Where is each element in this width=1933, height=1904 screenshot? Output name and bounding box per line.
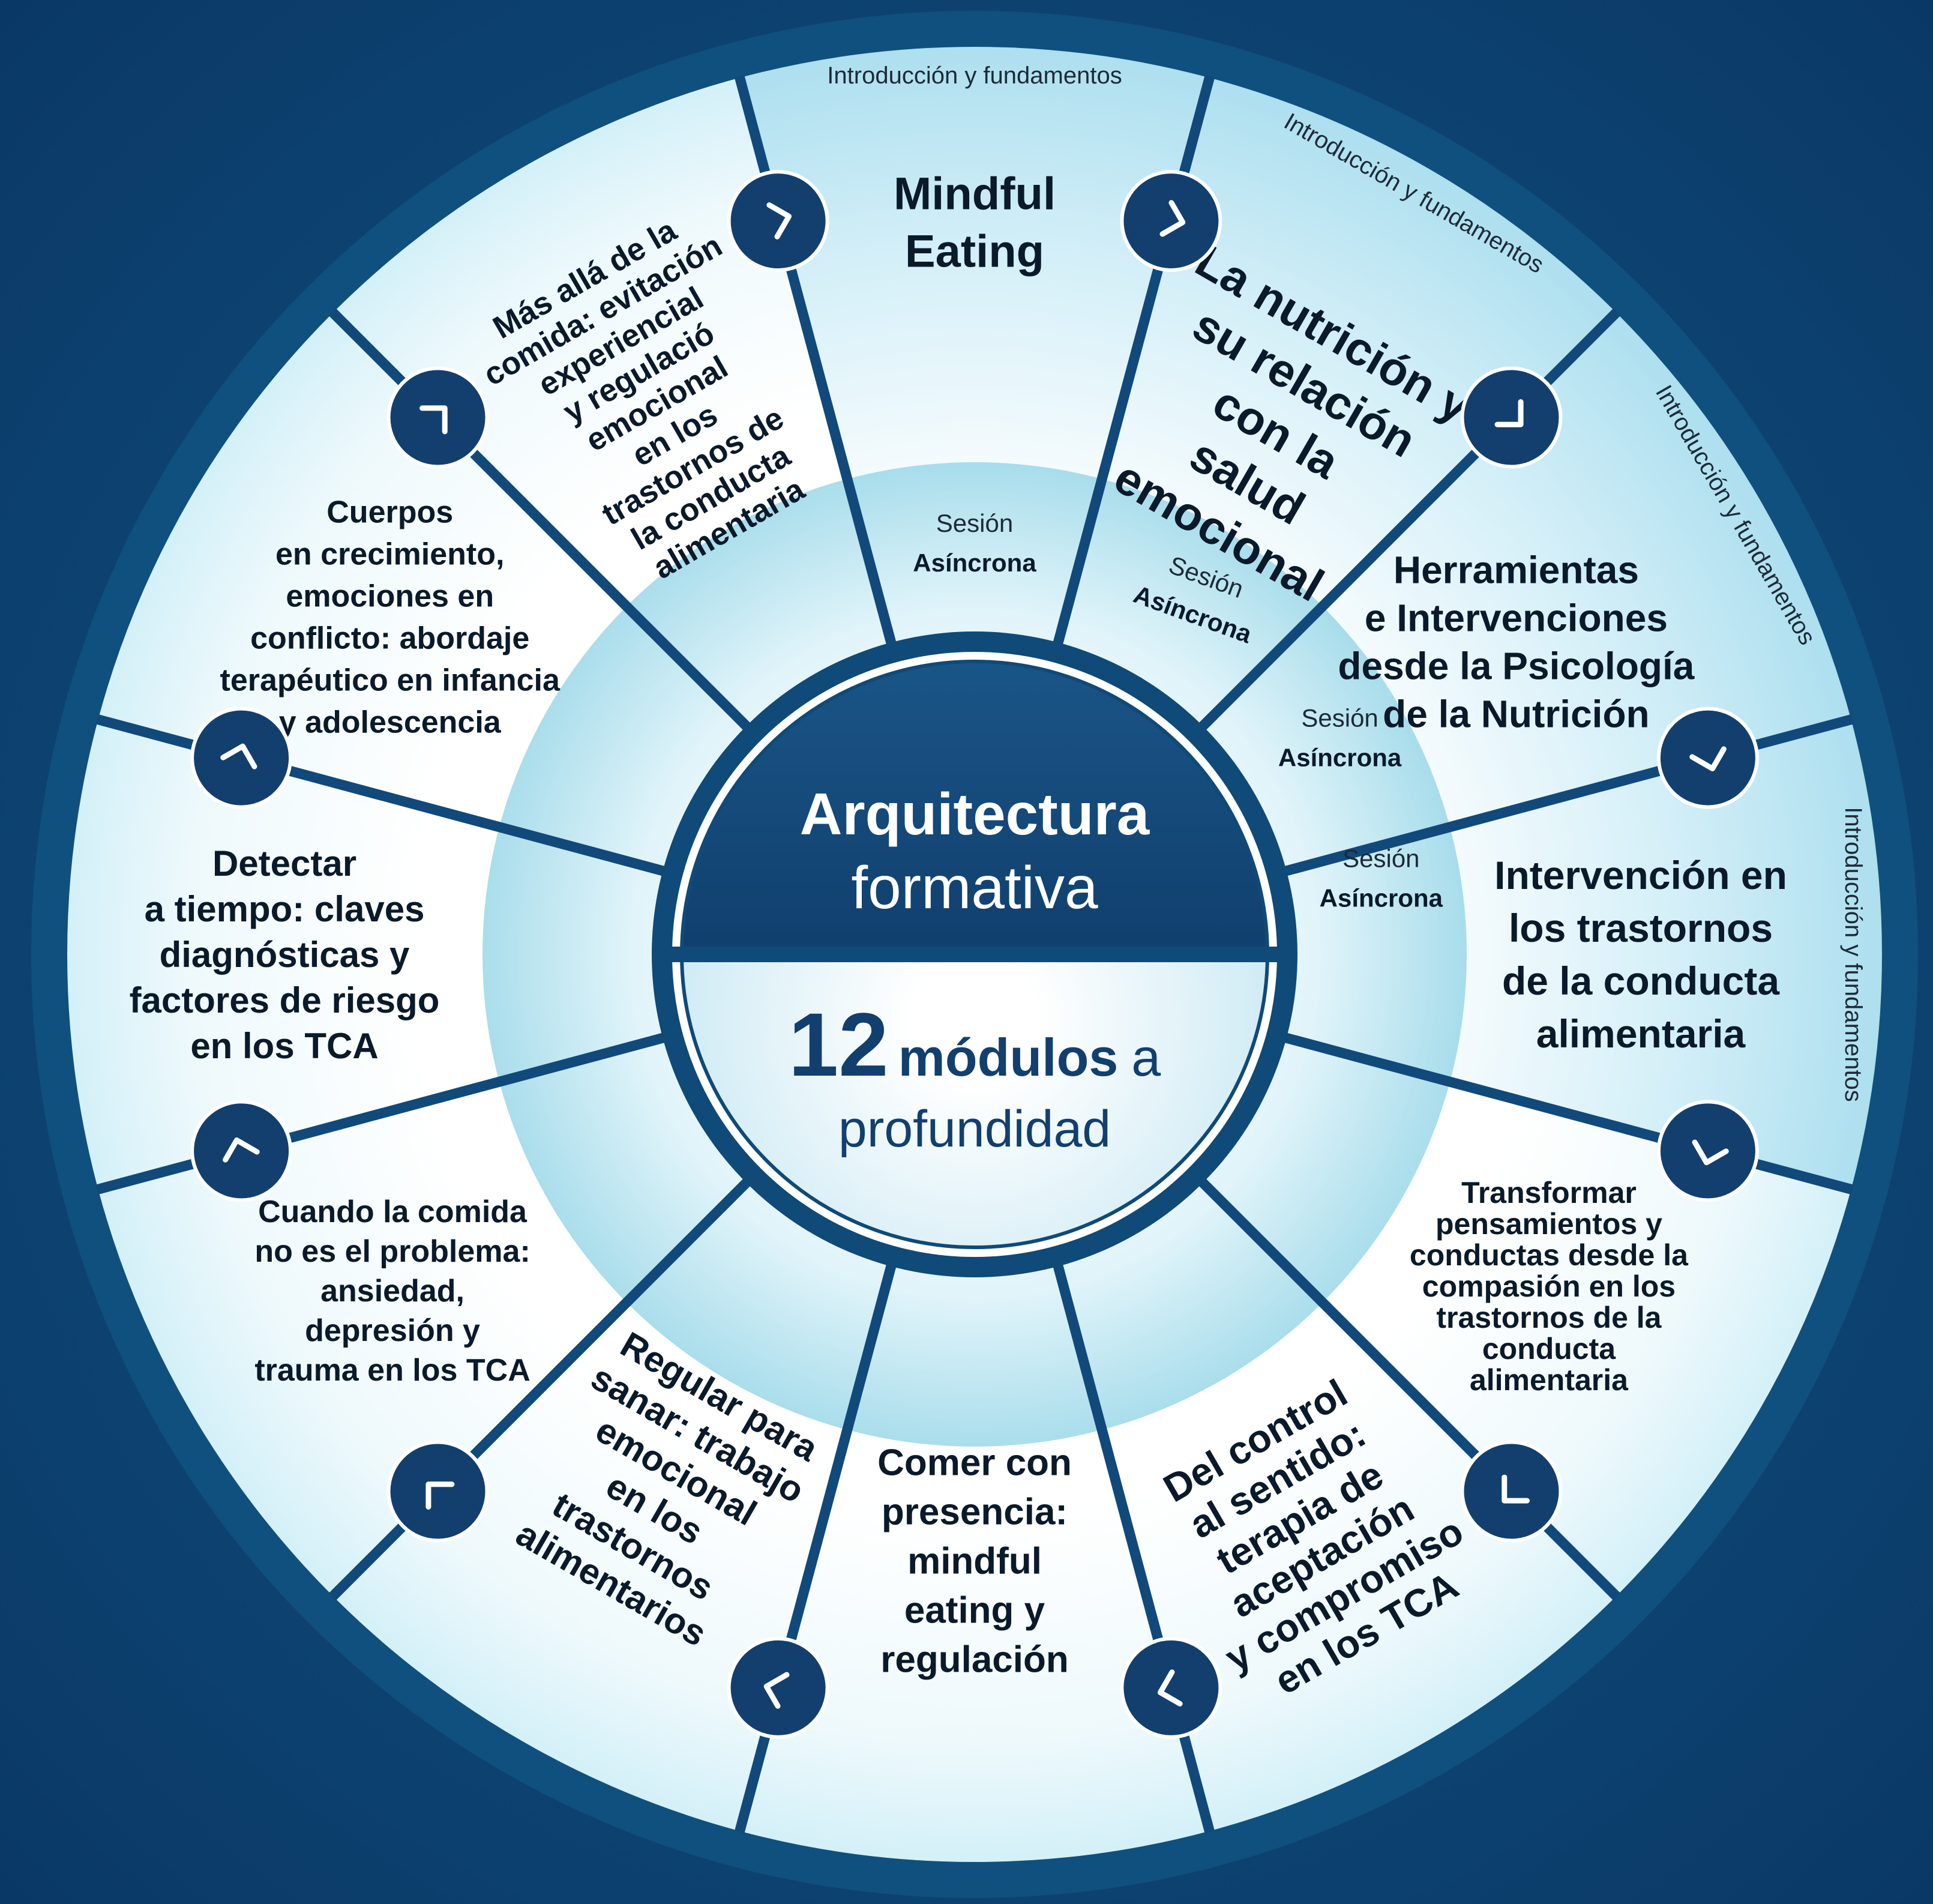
chevron-icon <box>190 706 293 809</box>
modules-word: módulos <box>898 1028 1119 1087</box>
chevron-icon <box>386 366 489 469</box>
spoke-divider <box>734 1262 897 1834</box>
module-title-line: presencia: <box>882 1492 1068 1533</box>
spoke-divider <box>328 308 752 732</box>
chevron-icon <box>1460 366 1563 469</box>
module-title-line: Cuando la comida <box>258 1195 528 1229</box>
module-title-line: alimentaria <box>1536 1011 1746 1056</box>
module-title-line: y adolescencia <box>279 705 502 740</box>
center-title-line1: Arquitectura <box>800 781 1150 847</box>
module-title-line: diagnósticas y <box>160 935 410 975</box>
module-title-line: Detectar <box>212 843 356 884</box>
module-title-line: conducta <box>1482 1332 1616 1366</box>
module-title-line: mindful <box>907 1541 1042 1582</box>
session-label-line1: Sesión <box>1342 844 1419 872</box>
a-word: a <box>1131 1028 1161 1087</box>
module-title-line: a tiempo: claves <box>145 889 425 929</box>
module-title-line: Intervención en <box>1494 853 1787 897</box>
session-label-line2: Asíncrona <box>1320 884 1443 912</box>
spoke-divider <box>95 1032 667 1195</box>
module-title-line: los trastornos <box>1509 906 1773 950</box>
spoke-divider <box>734 75 897 646</box>
module-title-line: factores de riesgo <box>130 980 440 1020</box>
session-label-line2: Asíncrona <box>913 549 1036 577</box>
module-title-line: trastornos de la <box>1436 1301 1662 1334</box>
chevron-icon <box>1656 706 1759 809</box>
session-label-line1: Sesión <box>1301 703 1378 732</box>
module-title-line: Transformar <box>1461 1176 1637 1210</box>
module-title-line: de la Nutrición <box>1383 692 1650 735</box>
spoke-divider <box>1197 1177 1621 1601</box>
chevron-icon <box>727 1636 829 1739</box>
spoke-divider <box>328 1177 752 1601</box>
session-label-line1: Sesión <box>936 509 1013 537</box>
module-title: Cuando la comida no es el problema: ansied… <box>254 1195 530 1388</box>
module-title-line: alimentaria <box>1470 1363 1629 1397</box>
module-band-label: Introducción y fundamentos <box>1840 807 1866 1101</box>
module-title-line: desde la Psicología <box>1338 644 1694 687</box>
module-title-line: pensamientos y <box>1435 1207 1662 1241</box>
chevron-icon <box>1120 170 1222 273</box>
module-title-line: conductas desde la <box>1410 1238 1689 1272</box>
spoke-divider <box>1052 75 1215 646</box>
center-title-line2: formativa <box>851 854 1098 921</box>
session-label-line2: Asíncrona <box>1278 743 1402 771</box>
module-title-line: Herramientas <box>1393 548 1639 591</box>
module-count: 12 <box>789 994 889 1095</box>
module-title: Cuerpos en crecimiento, emociones en confli… <box>220 495 561 740</box>
module-title-line: trauma en los TCA <box>254 1353 530 1388</box>
chevron-icon <box>1120 1636 1222 1739</box>
spoke-divider <box>1052 1262 1215 1834</box>
module-title: Herramientas e Intervenciones desde la Psi… <box>1338 548 1694 735</box>
module-title-line: terapéutico en infancia <box>220 663 561 698</box>
module-title-line: en crecimiento, <box>275 537 504 572</box>
spoke-divider <box>1282 714 1854 877</box>
module-title-line: en los TCA <box>190 1026 378 1066</box>
module-title-line: compasión en los <box>1422 1270 1676 1303</box>
module-title-line: eating y <box>904 1590 1045 1631</box>
chevron-icon <box>727 170 829 273</box>
module-title-line: de la conducta <box>1502 959 1780 1003</box>
module-title-line: Cuerpos <box>326 495 453 530</box>
module-title-line: regulación <box>880 1639 1069 1681</box>
module-title-line: conflicto: abordaje <box>250 621 529 656</box>
spoke-divider <box>1197 308 1621 732</box>
module-title-line: Eating <box>905 226 1044 277</box>
module-title-line: Mindful <box>894 169 1056 220</box>
module-title-line: emociones en <box>286 579 494 614</box>
chevron-icon <box>386 1440 489 1543</box>
module-title: Intervención en los trastornos de la condu… <box>1494 853 1787 1056</box>
module-band-label: Introducción y fundamentos <box>827 62 1122 89</box>
module-title-line: no es el problema: <box>254 1234 530 1269</box>
module-title-line: e Intervenciones <box>1365 596 1668 639</box>
module-title: Detectar a tiempo: claves diagnósticas y fa… <box>130 843 440 1066</box>
spoke-divider <box>95 714 667 877</box>
module-title-line: depresión y <box>305 1313 480 1348</box>
module-title: Comer con presencia: mindful eating y regula… <box>877 1442 1072 1681</box>
module-title-line: ansiedad, <box>320 1274 464 1309</box>
chevron-icon <box>1656 1100 1759 1202</box>
chevron-icon <box>1460 1440 1563 1543</box>
chevron-icon <box>190 1100 293 1202</box>
spoke-divider <box>1282 1032 1854 1195</box>
module-title-line: Comer con <box>877 1442 1072 1484</box>
center-depth-word: profundidad <box>838 1100 1111 1158</box>
